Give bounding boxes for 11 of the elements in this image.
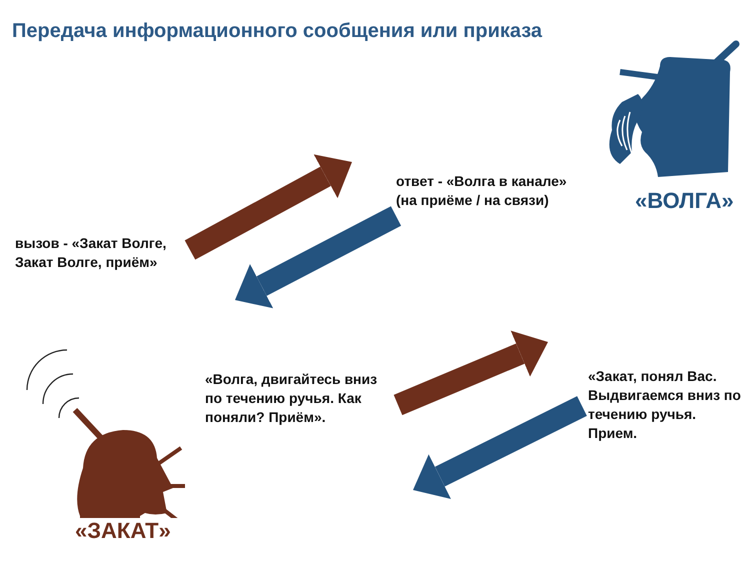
message-text: вызов - «Закат Волге, Закат Волге, приём» (15, 234, 168, 272)
block-arrow (413, 396, 587, 500)
message-text: ответ - «Волга в канале» (на приёме / на связи) (396, 172, 568, 210)
callsign-label: «ВОЛГА» (635, 188, 734, 214)
message-text: «Волга, двигайтесь вниз по течению ручья. Как поняли? Приём». (205, 370, 378, 427)
block-arrow (394, 330, 548, 416)
callsign-label: «ЗАКАТ» (75, 518, 171, 544)
block-arrow (184, 154, 352, 260)
message-text: «Закат, понял Вас. Выдвигаемся вниз по течению ручья. Прием. (588, 367, 742, 443)
diagram-title: Передача информационного сообщения или приказа (12, 20, 542, 43)
block-arrow (235, 206, 402, 308)
